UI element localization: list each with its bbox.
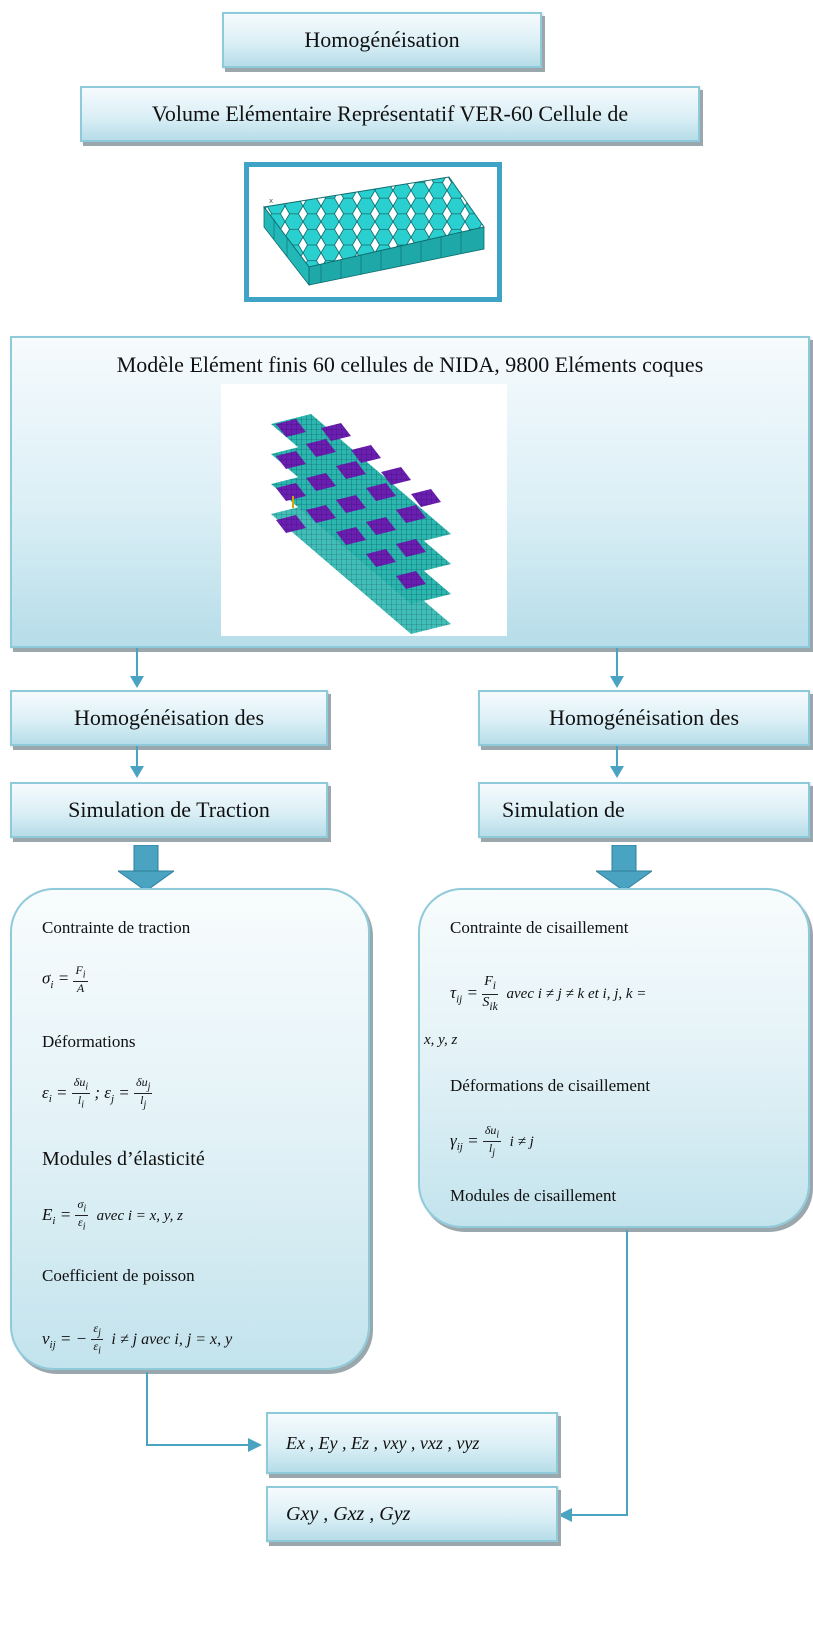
right-simulation-text: Simulation de	[502, 797, 625, 822]
title-text: Homogénéisation	[304, 27, 460, 52]
modules-elasticite-label: Modules d’élasticité	[42, 1148, 205, 1170]
left-homog-box: Homogénéisation des	[10, 690, 328, 746]
right-homog-text: Homogénéisation des	[548, 705, 740, 730]
tau-cond-line2: x, y, z	[424, 1032, 458, 1048]
block-arrow-left	[118, 845, 174, 891]
connector-line	[146, 1444, 250, 1446]
honeycomb-image: x	[263, 176, 485, 287]
block-arrow-right	[596, 845, 652, 891]
right-homog-box: Homogénéisation des	[478, 690, 810, 746]
connector-line	[146, 1372, 148, 1446]
deformations-label: Déformations	[42, 1032, 136, 1051]
connector-line	[570, 1514, 628, 1516]
arrow-head	[130, 766, 144, 778]
contrainte-cisaillement-label: Contrainte de cisaillement	[450, 918, 629, 937]
ver-box: Volume Elémentaire Représentatif VER-60 …	[80, 86, 700, 142]
title-box: Homogénéisation	[222, 12, 542, 68]
ver-text: Volume Elémentaire Représentatif VER-60 …	[151, 101, 629, 126]
connector-line	[616, 746, 618, 768]
arrow-head	[610, 766, 624, 778]
model-box: Modèle Elément finis 60 cellules de NIDA…	[10, 336, 810, 648]
left-simulation-box: Simulation de Traction	[10, 782, 328, 838]
left-homog-text: Homogénéisation des	[73, 705, 265, 730]
arrow-head	[130, 676, 144, 688]
mesh-image-frame	[221, 384, 507, 636]
model-text: Modèle Elément finis 60 cellules de NIDA…	[116, 352, 704, 377]
arrow-head	[610, 676, 624, 688]
modules-cisaillement-label: Modules de cisaillement	[450, 1186, 617, 1205]
elastic-results-text: Ex , Ey , Ez , νxy , νxz , νyz	[286, 1432, 480, 1453]
tau-cond: avec i ≠ j ≠ k et i, j, k =	[506, 986, 647, 1003]
shear-results-text: Gxy , Gxz , Gyz	[286, 1502, 411, 1525]
connector-line	[136, 746, 138, 768]
right-simulation-box: Simulation de	[478, 782, 810, 838]
connector-line	[616, 648, 618, 682]
connector-line	[136, 648, 138, 682]
shear-results-box: Gxy , Gxz , Gyz	[266, 1486, 558, 1542]
gamma-cond: i ≠ j	[509, 1133, 534, 1150]
deformations-cisaillement-label: Déformations de cisaillement	[450, 1076, 651, 1095]
modules-cond: avec i = x, y, z	[96, 1207, 183, 1224]
elastic-results-box: Ex , Ey , Ez , νxy , νxz , νyz	[266, 1412, 558, 1474]
connector-line	[626, 1230, 628, 1516]
arrow-head	[248, 1438, 262, 1452]
honeycomb-image-frame: x	[244, 162, 502, 302]
contrainte-traction-label: Contrainte de traction	[42, 918, 191, 937]
poisson-label: Coefficient de poisson	[42, 1266, 195, 1285]
left-simulation-text: Simulation de Traction	[68, 797, 270, 822]
poisson-cond: i ≠ j avec i, j = x, y	[111, 1330, 233, 1348]
svg-text:x: x	[269, 197, 273, 205]
mesh-image	[271, 414, 451, 634]
arrow-head	[558, 1508, 572, 1522]
